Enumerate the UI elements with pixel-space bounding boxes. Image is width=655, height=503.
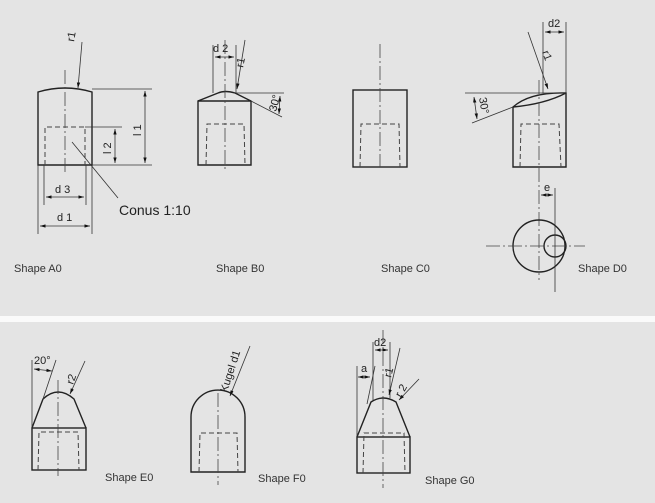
- shape-a0: r1 l 1 l 2 d 3 d 1 Conus 1:10 Shape A0: [14, 31, 191, 275]
- shape-g0-label: Shape G0: [425, 475, 475, 487]
- b0-d2-label: d 2: [213, 43, 228, 55]
- a0-conus-label: Conus 1:10: [119, 202, 191, 218]
- a0-r1-label: r1: [65, 31, 79, 43]
- shape-e0-label: Shape E0: [105, 472, 153, 484]
- shape-c0-label: Shape C0: [381, 263, 430, 275]
- shape-g0: d2 a r1 r 2 Shape G0: [356, 330, 475, 488]
- b0-angle-label: 30°: [267, 94, 283, 113]
- e0-r2-label: r2: [65, 373, 80, 386]
- g0-d2-label: d2: [374, 337, 386, 349]
- a0-d3-label: d 3: [55, 184, 70, 196]
- bottom-panel: [0, 322, 655, 503]
- d0-r1-label: r1: [539, 49, 554, 62]
- shape-d0: 30° d2 r1 e Shape D0: [465, 18, 627, 292]
- e0-angle-label: 20°: [34, 355, 51, 367]
- shape-a0-label: Shape A0: [14, 263, 62, 275]
- panel-separator: [0, 316, 655, 322]
- top-panel: [0, 0, 655, 316]
- shape-c0: Shape C0: [352, 44, 430, 275]
- d0-d2-label: d2: [548, 18, 560, 30]
- g0-r1-label: r1: [382, 366, 396, 378]
- shape-e0: 20° r2 Shape E0: [31, 355, 153, 484]
- a0-l1-label: l 1: [132, 124, 144, 136]
- shape-b0-label: Shape B0: [216, 263, 264, 275]
- b0-r1-label: r1: [234, 57, 248, 69]
- a0-l2-label: l 2: [102, 142, 114, 154]
- a0-d1-label: d 1: [57, 212, 72, 224]
- g0-a-label: a: [361, 363, 368, 375]
- d0-angle-label: 30°: [476, 96, 491, 114]
- shape-f0-label: Shape F0: [258, 473, 306, 485]
- g0-r2-label: r 2: [393, 382, 410, 399]
- shape-b0: d 2 r1 30° Shape B0: [197, 39, 284, 275]
- d0-e-label: e: [544, 182, 550, 194]
- shape-d0-label: Shape D0: [578, 263, 627, 275]
